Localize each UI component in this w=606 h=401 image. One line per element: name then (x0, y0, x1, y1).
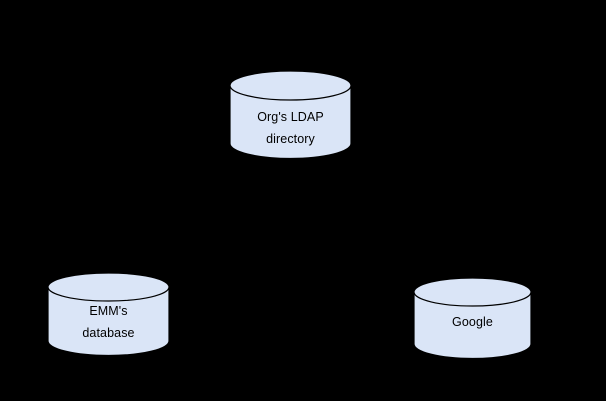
node-ldap-directory[interactable]: Org's LDAP directory (229, 70, 352, 160)
node-emm-database[interactable]: EMM's database (47, 272, 170, 357)
database-cylinder-icon (47, 272, 170, 357)
node-google[interactable]: Google (413, 277, 532, 360)
database-cylinder-icon (229, 70, 352, 160)
database-cylinder-icon (413, 277, 532, 360)
